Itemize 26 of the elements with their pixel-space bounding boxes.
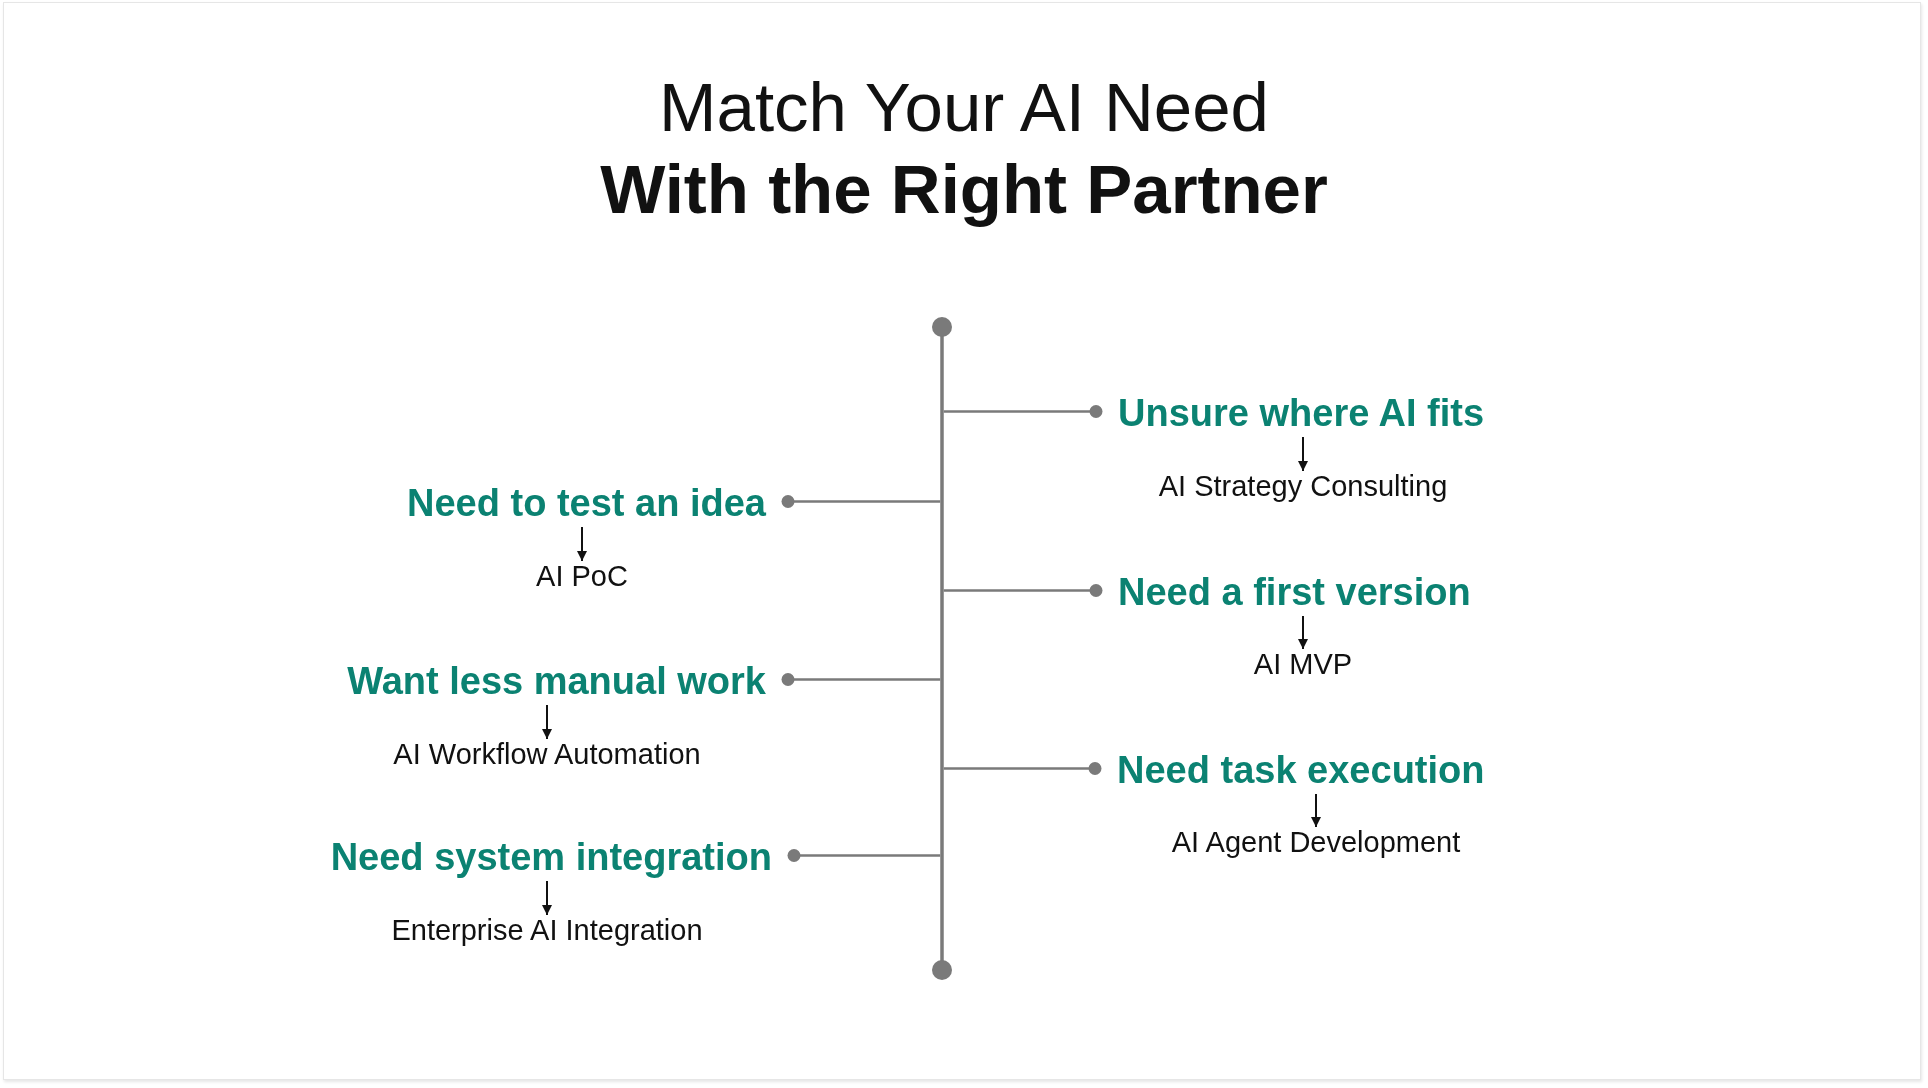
service-label: AI PoC bbox=[536, 561, 628, 593]
need-heading: Need task execution bbox=[1117, 750, 1485, 792]
branch-connector bbox=[943, 405, 1103, 418]
need-heading: Need system integration bbox=[330, 837, 772, 879]
down-arrow bbox=[1298, 435, 1308, 473]
branch-connector bbox=[781, 495, 941, 508]
service-label: AI Agent Development bbox=[1171, 827, 1461, 859]
need-heading: Want less manual work bbox=[347, 661, 766, 703]
branch-connector bbox=[943, 762, 1102, 775]
branch-connector bbox=[787, 849, 941, 862]
need-heading: Unsure where AI fits bbox=[1118, 393, 1484, 435]
down-arrow bbox=[542, 703, 552, 741]
service-label: Enterprise AI Integration bbox=[391, 915, 703, 947]
service-label: AI Workflow Automation bbox=[393, 739, 701, 771]
need-heading: Need a first version bbox=[1118, 572, 1471, 614]
down-arrow bbox=[1298, 614, 1308, 651]
service-label: AI MVP bbox=[1253, 649, 1353, 681]
down-arrow bbox=[577, 525, 587, 563]
branch-connector bbox=[781, 673, 941, 686]
service-label: AI Strategy Consulting bbox=[1158, 471, 1448, 503]
title: Match Your AI Need With the Right Partner bbox=[600, 68, 1328, 230]
down-arrow bbox=[1311, 792, 1321, 829]
need-heading: Need to test an idea bbox=[407, 483, 766, 525]
down-arrow bbox=[542, 879, 552, 917]
timeline-line bbox=[931, 317, 953, 980]
branch-connector bbox=[943, 584, 1103, 597]
